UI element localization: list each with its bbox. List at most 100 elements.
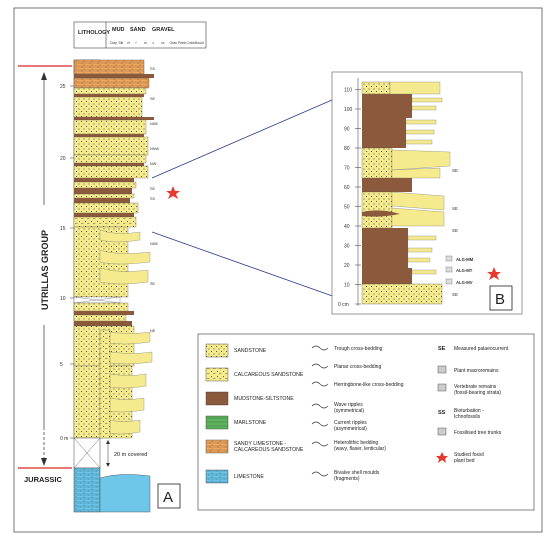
depth-tick-label-b: 50 [344, 205, 350, 211]
other-icon [437, 383, 447, 392]
grain-scale-label: vc [161, 41, 165, 45]
structure-icon [311, 471, 329, 477]
panel-b-letter: B [495, 291, 505, 308]
header-mud: MUD [112, 27, 125, 33]
depth-tick-label: 5 [60, 362, 63, 368]
column-header-box [73, 21, 207, 49]
column-annotation: NNW [150, 147, 159, 151]
other-label: Vertebrate remains [454, 384, 497, 390]
panel-a-letter: A [163, 489, 173, 506]
grain-scale-label: Pebb [178, 41, 186, 45]
structure-label-cont: (asymmetrical) [334, 426, 367, 432]
star-icon [436, 452, 448, 463]
studied-fossil-plant-bed-star [166, 186, 180, 199]
legend-label: MUDSTONE-SILTSTONE [234, 396, 294, 402]
depth-tick-label-b: 60 [344, 185, 350, 191]
utrillas-group-label: UTRILLAS GROUP [40, 230, 50, 310]
grain-scale-label: Gran [170, 41, 178, 45]
depth-tick-label-b: 0 cm [338, 302, 349, 308]
legend-swatch [205, 367, 229, 382]
structure-icon [311, 441, 329, 447]
column-annotation-b: SE [452, 292, 458, 297]
depth-tick-label-b: 30 [344, 244, 350, 250]
structure-label: Wave ripples [334, 402, 363, 408]
structure-icon [311, 363, 329, 369]
header-lithology: LITHOLOGY [78, 30, 110, 36]
grain-scale-label: f [136, 41, 137, 45]
jurassic-label: JURASSIC [24, 475, 63, 484]
other-label: Bioturbation - [454, 408, 484, 414]
structure-label-cont: (fragments) [334, 476, 360, 482]
column-annotation: SS [150, 67, 156, 71]
legend-label: SANDSTONE [234, 348, 267, 354]
depth-tick-label-b: 40 [344, 224, 350, 230]
panel-b-star [487, 267, 501, 280]
legend-label: MARLSTONE [234, 420, 267, 426]
grain-scale-label: m [144, 41, 147, 45]
column-annotation-b: SE [452, 206, 458, 211]
other-icon [437, 365, 447, 374]
structure-label: Current ripples [334, 420, 367, 426]
other-label: Fossilised tree trunks [454, 430, 502, 436]
column-annotation: NW [150, 162, 157, 166]
other-symbol: SS [438, 410, 446, 416]
header-sand: SAND [130, 27, 146, 33]
depth-tick-label: 0 m [60, 436, 68, 442]
depth-tick-label: 20 [60, 156, 66, 162]
header-gravel: GRAVEL [152, 27, 175, 33]
structure-icon [311, 421, 329, 427]
structure-label: Heterolithic bedding [334, 440, 378, 446]
other-label-cont: Ichnofossils [454, 414, 481, 420]
depth-tick-label-b: 70 [344, 166, 350, 172]
depth-tick-label-b: 20 [344, 263, 350, 269]
sample-label: ALG-MV [456, 280, 473, 285]
legend-lithologies: SANDSTONE CALCAREOUS SANDSTONE MUDSTONE-SI… [205, 343, 304, 484]
sample-labels: ALG-MM ALG-MT ALG-MV [445, 255, 474, 285]
structure-label-cont: (wavy, flaser, lenticular) [334, 446, 386, 452]
depth-tick-label-b: 10 [344, 283, 350, 289]
covered-note: 20 m covered [114, 452, 147, 458]
sample-label: ALG-MT [456, 268, 473, 273]
other-label: Measured palaeocurrent [454, 346, 509, 352]
other-label: Studied fossil [454, 452, 484, 458]
limestone-base [73, 467, 101, 513]
legend: SANDSTONE CALCAREOUS SANDSTONE MUDSTONE-SI… [197, 333, 535, 511]
legend-label: SANDY LIMESTONE - [234, 441, 287, 447]
legend-swatch [205, 439, 229, 454]
column-annotation: SE [150, 97, 156, 101]
legend-label: LIMESTONE [234, 474, 264, 480]
structure-icon [311, 381, 329, 387]
legend-frame [197, 333, 535, 511]
column-annotation: NNE [150, 122, 158, 126]
other-label-cont: plant bed [454, 458, 475, 464]
other-icon [437, 427, 447, 436]
sample-icon [445, 266, 453, 273]
column-annotation: NNE [150, 242, 158, 246]
panel-a-letter-box [157, 483, 181, 509]
sample-icon [445, 278, 453, 285]
legend-label-cont: CALCAREOUS SANDSTONE [234, 447, 304, 453]
grain-scale-label: Silt [119, 41, 124, 45]
other-label-cont: (fossil-bearing strata) [454, 390, 501, 396]
sample-label: ALG-MM [456, 257, 474, 262]
structure-label-cont: (symmetrical) [334, 408, 364, 414]
legend-swatch [205, 391, 229, 406]
structure-icon [311, 345, 329, 351]
structure-label: Bivalve shell moulds [334, 470, 380, 476]
structure-label: Herringbone-like cross-bedding [334, 382, 404, 388]
column-annotation-b: SE [452, 168, 458, 173]
column-annotation: NE [150, 329, 156, 333]
legend-swatch [205, 415, 229, 430]
column-annotation: SS [150, 197, 156, 201]
other-label: Plant macroremains [454, 368, 499, 374]
depth-tick-label: 10 [60, 296, 66, 302]
depth-tick-label: 25 [60, 84, 66, 90]
